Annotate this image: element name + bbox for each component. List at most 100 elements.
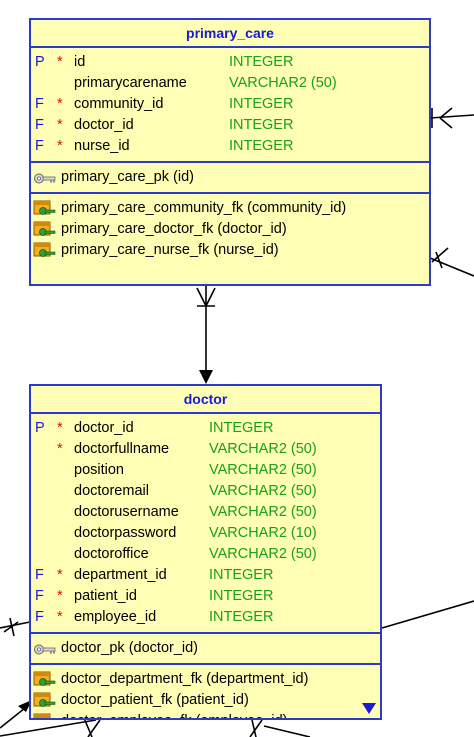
relationship-bottom[interactable] [0, 717, 311, 737]
foreign-key-icon [33, 671, 57, 686]
column-row[interactable]: doctoremail VARCHAR2 (50) [31, 481, 380, 502]
relationship-right-lower[interactable] [429, 247, 474, 277]
required-marker: * [57, 420, 63, 436]
key-flag: F [35, 138, 44, 154]
primary-key-label: primary_care_pk (id) [61, 169, 194, 185]
foreign-key-row[interactable]: doctor_employee_fk (employee_id) [31, 711, 380, 718]
primary-key-label: doctor_pk (doctor_id) [61, 640, 199, 656]
foreign-key-row[interactable]: primary_care_nurse_fk (nurse_id) [31, 240, 429, 261]
foreign-key-icon [33, 692, 57, 707]
column-name: doctorusername [74, 504, 179, 520]
column-row[interactable]: primarycarename VARCHAR2 (50) [31, 73, 429, 94]
foreign-key-icon [33, 200, 57, 215]
key-flag: F [35, 567, 44, 583]
foreign-key-row[interactable]: primary_care_doctor_fk (doctor_id) [31, 219, 429, 240]
foreign-key-row[interactable]: doctor_patient_fk (patient_id) [31, 690, 380, 711]
column-type: VARCHAR2 (50) [229, 75, 337, 91]
column-row[interactable]: F * patient_id INTEGER [31, 586, 380, 607]
foreign-keys-section: primary_care_community_fk (community_id)… [31, 194, 429, 265]
column-type: VARCHAR2 (50) [209, 441, 317, 457]
foreign-key-label: doctor_department_fk (department_id) [61, 671, 309, 687]
required-marker: * [57, 588, 63, 604]
foreign-key-row[interactable]: primary_care_community_fk (community_id) [31, 198, 429, 219]
column-name: doctor_id [74, 117, 134, 133]
required-marker: * [57, 138, 63, 154]
key-flag: F [35, 588, 44, 604]
column-name: employee_id [74, 609, 157, 625]
arrow-head-bottom [18, 700, 32, 712]
foreign-key-label: primary_care_doctor_fk (doctor_id) [61, 221, 287, 237]
scroll-down-icon[interactable] [362, 703, 376, 714]
column-type: VARCHAR2 (50) [209, 462, 317, 478]
foreign-key-label: doctor_patient_fk (patient_id) [61, 692, 249, 708]
column-row[interactable]: position VARCHAR2 (50) [31, 460, 380, 481]
foreign-key-icon [33, 713, 57, 718]
required-marker: * [57, 117, 63, 133]
column-row[interactable]: doctorpassword VARCHAR2 (10) [31, 523, 380, 544]
column-type: INTEGER [229, 138, 294, 154]
primary-key-row[interactable]: doctor_pk (doctor_id) [31, 638, 380, 659]
required-marker: * [57, 441, 63, 457]
column-type: INTEGER [229, 54, 294, 70]
key-flag: F [35, 117, 44, 133]
table-title: primary_care [31, 20, 429, 48]
arrow-head [199, 370, 213, 384]
column-row[interactable]: doctoroffice VARCHAR2 (50) [31, 544, 380, 565]
required-marker: * [57, 54, 63, 70]
column-type: INTEGER [209, 588, 274, 604]
primary-key-row[interactable]: primary_care_pk (id) [31, 167, 429, 188]
column-name: doctorfullname [74, 441, 170, 457]
column-name: doctoroffice [74, 546, 149, 562]
column-type: VARCHAR2 (50) [209, 483, 317, 499]
column-row[interactable]: P * id INTEGER [31, 52, 429, 73]
column-type: INTEGER [209, 567, 274, 583]
column-name: doctor_id [74, 420, 134, 436]
key-icon [33, 171, 57, 186]
column-name: community_id [74, 96, 164, 112]
column-name: id [74, 54, 86, 70]
column-row[interactable]: F * doctor_id INTEGER [31, 115, 429, 136]
column-type: INTEGER [209, 609, 274, 625]
column-row[interactable]: * doctorfullname VARCHAR2 (50) [31, 439, 380, 460]
required-marker: * [57, 96, 63, 112]
column-row[interactable]: doctorusername VARCHAR2 (50) [31, 502, 380, 523]
column-name: position [74, 462, 124, 478]
required-marker: * [57, 567, 63, 583]
column-name: doctorpassword [74, 525, 177, 541]
column-name: primarycarename [74, 75, 187, 91]
column-type: INTEGER [229, 96, 294, 112]
foreign-keys-section: doctor_department_fk (department_id)doct… [31, 665, 380, 718]
column-name: patient_id [74, 588, 137, 604]
key-flag: F [35, 96, 44, 112]
relationship-primary-care-doctor[interactable] [196, 286, 216, 372]
column-type: VARCHAR2 (10) [209, 525, 317, 541]
column-row[interactable]: F * community_id INTEGER [31, 94, 429, 115]
table-title: doctor [31, 386, 380, 414]
foreign-key-icon [33, 221, 57, 236]
key-flag: P [35, 420, 45, 436]
foreign-key-label: primary_care_nurse_fk (nurse_id) [61, 242, 279, 258]
foreign-key-label: doctor_employee_fk (employee_id) [61, 711, 288, 718]
key-icon [33, 642, 57, 657]
relationship-right-doctor[interactable] [381, 600, 474, 629]
foreign-key-label: primary_care_community_fk (community_id) [61, 200, 347, 216]
foreign-key-row[interactable]: doctor_department_fk (department_id) [31, 669, 380, 690]
column-type: INTEGER [229, 117, 294, 133]
column-type: VARCHAR2 (50) [209, 546, 317, 562]
column-name: doctoremail [74, 483, 149, 499]
column-name: nurse_id [74, 138, 130, 154]
key-flag: P [35, 54, 45, 70]
column-row[interactable]: F * nurse_id INTEGER [31, 136, 429, 157]
primary-keys-section: primary_care_pk (id) [31, 163, 429, 194]
relationship-left-doctor[interactable] [0, 617, 31, 637]
relationship-right-upper[interactable] [429, 107, 474, 129]
column-type: VARCHAR2 (50) [209, 504, 317, 520]
